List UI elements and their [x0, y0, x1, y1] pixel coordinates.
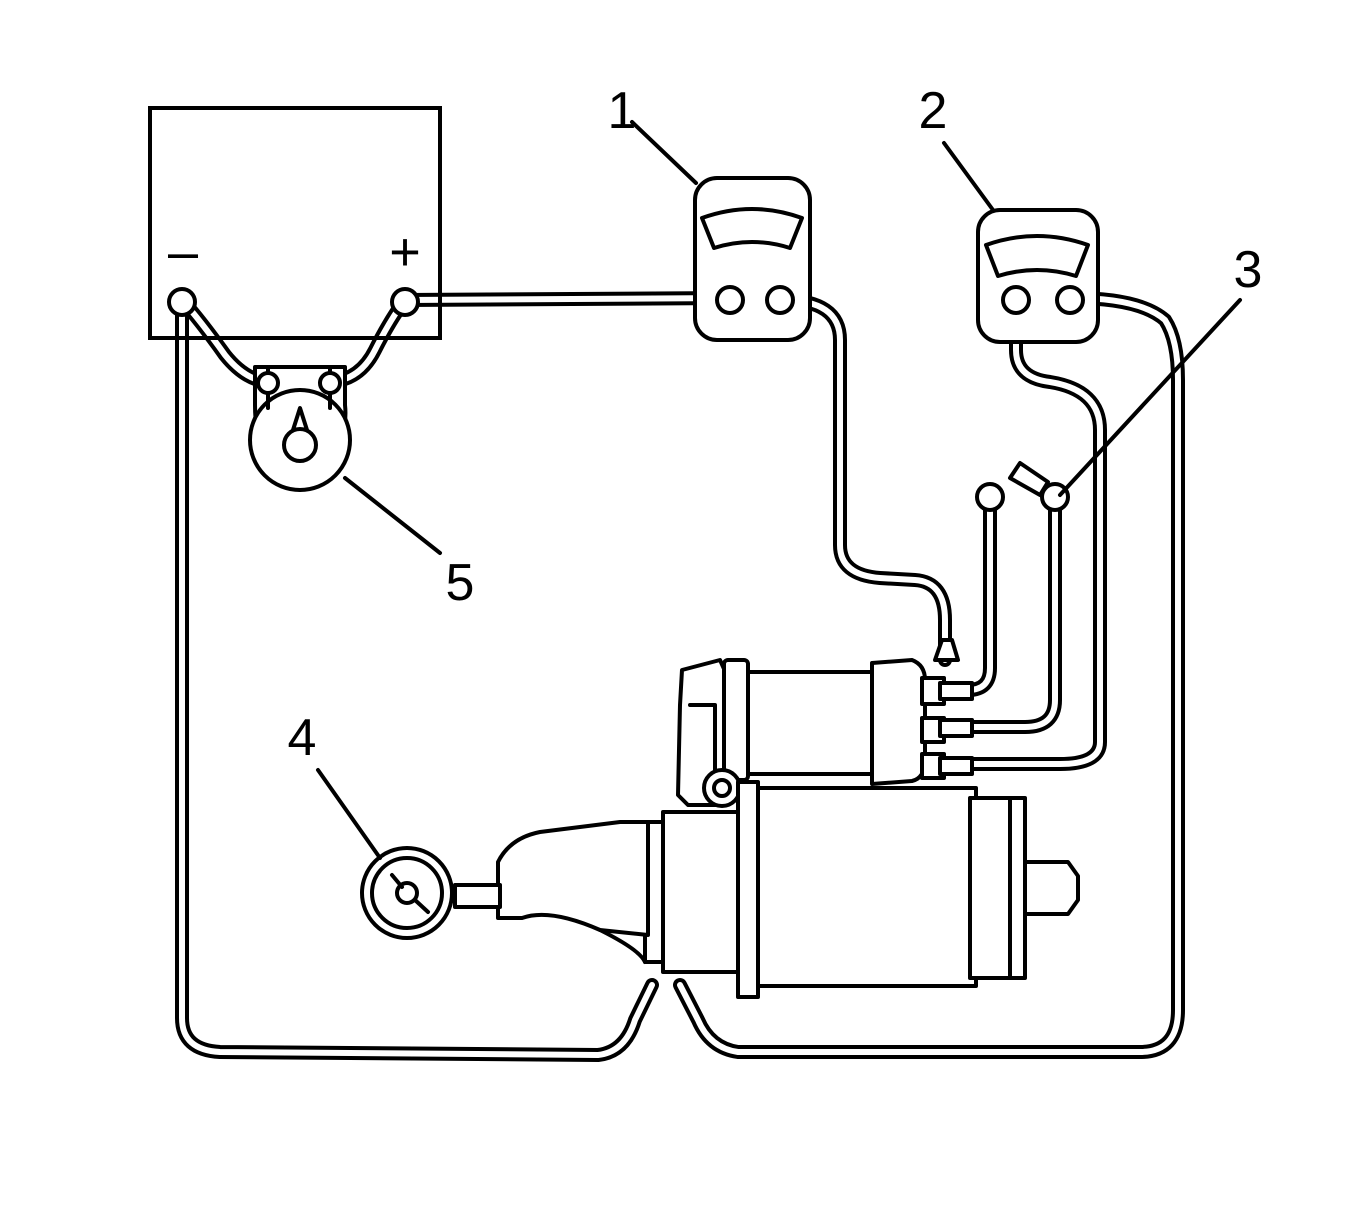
voltmeter-2	[976, 208, 1100, 344]
callout-2-leader	[942, 141, 995, 212]
meter-1-terminal-right	[765, 285, 795, 315]
lead-meter-1-to-solenoid	[775, 293, 952, 667]
battery-negative-terminal	[167, 287, 197, 317]
lead-battery-positive-to-meter-1	[398, 291, 737, 307]
callout-4-leader	[316, 768, 382, 860]
callout-5-leader	[343, 476, 442, 555]
callout-2-label: 2	[919, 82, 948, 140]
meter-2-terminal-right	[1055, 285, 1085, 315]
callout-3-label: 3	[1234, 241, 1263, 299]
callout-3-leader	[1058, 298, 1242, 497]
callout-1-leader	[630, 120, 698, 185]
test-leads	[175, 291, 1185, 1063]
callouts: 1 2 3 4 5	[288, 82, 1263, 860]
battery-body	[148, 106, 442, 340]
lead-battery-negative-to-starter	[175, 293, 659, 1063]
voltmeter-1	[693, 176, 812, 342]
gauge-needle	[390, 873, 404, 889]
battery-positive-symbol: +	[389, 222, 421, 282]
battery: – +	[148, 106, 442, 340]
lead-meter-2-to-ground	[673, 291, 1185, 1059]
solenoid-body	[746, 670, 880, 776]
drive-nose	[496, 820, 650, 937]
lead-remote-switch-right	[938, 491, 1062, 734]
solenoid-cap	[870, 658, 927, 786]
starter-motor-assembly	[453, 638, 1080, 999]
solenoid	[722, 638, 974, 786]
switch-blade	[1008, 461, 1050, 497]
lead-meter-2-to-solenoid	[958, 293, 1107, 771]
callout-4-label: 4	[288, 709, 317, 767]
clamp-hub	[282, 427, 318, 463]
meter-1-terminal-left	[715, 285, 745, 315]
callout-1-label: 1	[608, 82, 637, 140]
callout-5-label: 5	[446, 554, 475, 612]
meter-1-scale	[700, 207, 804, 250]
switch-terminal-left	[975, 482, 1005, 512]
meter-2-terminal-left	[1001, 285, 1031, 315]
motor-frame	[756, 786, 978, 988]
meter-1-body	[693, 176, 812, 342]
inductive-current-clamp	[248, 365, 352, 492]
clamp-needle	[291, 406, 309, 432]
commutator-end-frame	[968, 796, 1027, 980]
battery-negative-symbol: –	[168, 222, 198, 282]
meter-2-scale	[984, 234, 1090, 278]
battery-positive-terminal	[390, 287, 420, 317]
remote-starter-switch	[975, 461, 1070, 512]
rpm-gauge	[360, 846, 454, 940]
shaft-end	[1023, 860, 1080, 916]
